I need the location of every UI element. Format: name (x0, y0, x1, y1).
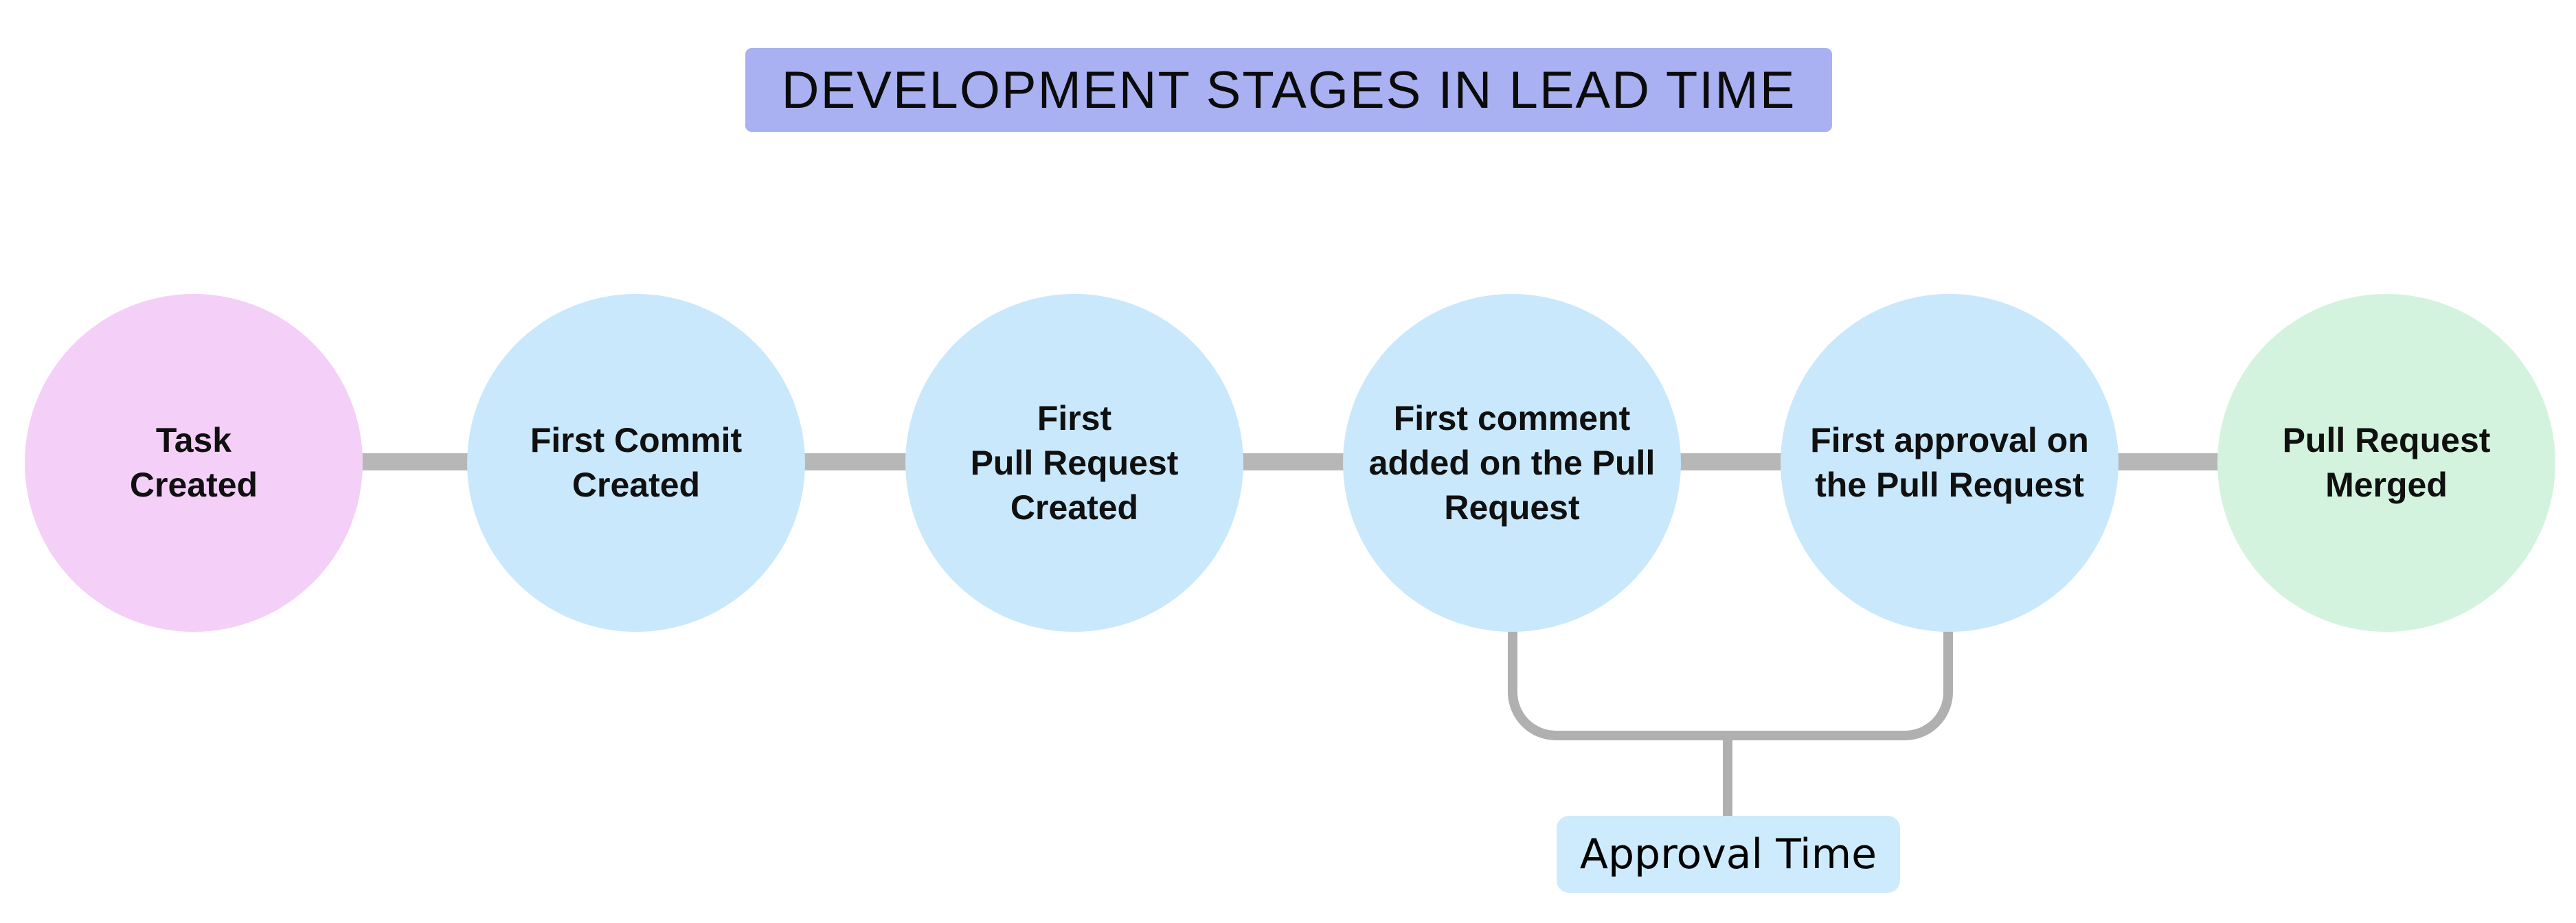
stage-label: First Commit Created (530, 421, 743, 504)
approval-time-label-box: Approval Time (1557, 816, 1900, 893)
approval-time-label: Approval Time (1579, 830, 1877, 878)
stage-node-first-commit-created: First Commit Created (467, 294, 805, 632)
stage-node-pull-request-merged: Pull Request Merged (2217, 294, 2555, 632)
stage-label: First Pull Request Created (970, 398, 1179, 527)
stage-node-first-pull-request-created: First Pull Request Created (905, 294, 1243, 632)
stage-node-task-created: Task Created (25, 294, 363, 632)
approval-time-bracket-stem (1723, 739, 1732, 817)
diagram-title-box: DEVELOPMENT STAGES IN LEAD TIME (745, 48, 1832, 132)
stage-node-first-approval: First approval on the Pull Request (1781, 294, 2119, 632)
stage-label: First comment added on the Pull Request (1368, 398, 1656, 527)
diagram-title: DEVELOPMENT STAGES IN LEAD TIME (781, 60, 1796, 119)
stage-label: First approval on the Pull Request (1810, 421, 2089, 504)
stage-label: Pull Request Merged (2282, 421, 2491, 504)
stage-label: Task Created (129, 421, 258, 504)
stage-node-first-comment-added: First comment added on the Pull Request (1343, 294, 1681, 632)
approval-time-bracket (1508, 629, 1953, 740)
